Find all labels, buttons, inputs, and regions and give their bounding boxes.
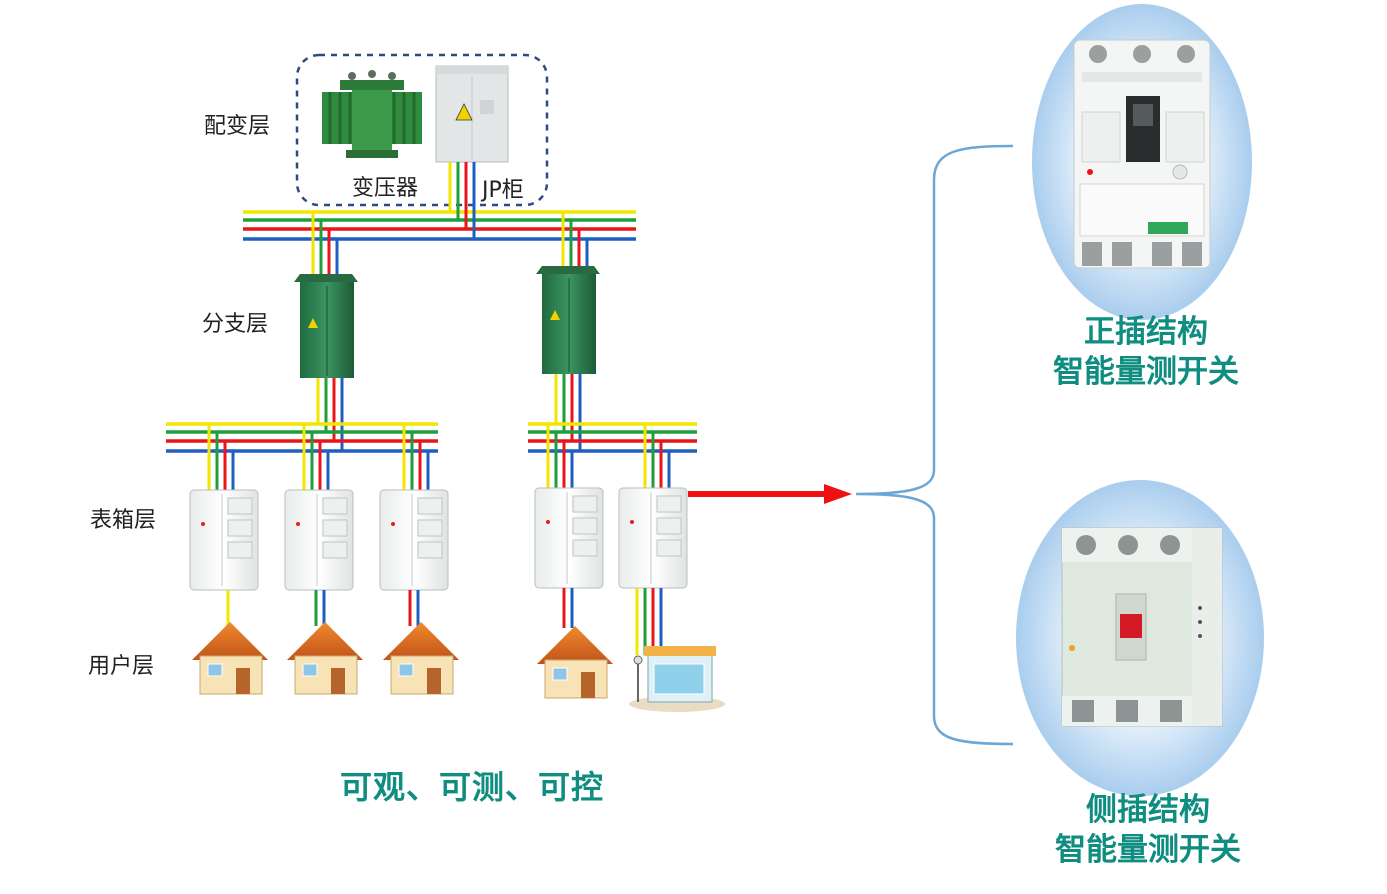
- meter-box-2-icon: [284, 489, 354, 591]
- transformer-label: 变压器: [352, 176, 419, 201]
- jp-cabinet-label: JP柜: [482, 178, 524, 203]
- jp-cabinet-icon: [435, 65, 509, 163]
- branch-cabinet-2-icon: [536, 266, 600, 374]
- layer-label-user: 用户层: [88, 654, 155, 679]
- meter-box-5-icon: [618, 487, 688, 589]
- meter-box-drop-wires: [207, 424, 671, 490]
- product-1-line2: 智能量测开关: [1053, 354, 1239, 390]
- layer-label-meter-box: 表箱层: [90, 508, 157, 533]
- side-plug-switch-icon: [1061, 527, 1223, 727]
- house-3-icon: [383, 622, 459, 695]
- tagline: 可观、可测、可控: [340, 768, 605, 806]
- front-plug-switch-icon: [1073, 39, 1211, 269]
- house-4-icon: [537, 626, 613, 699]
- main-bus: [243, 210, 636, 241]
- branch-cabinet-1-icon: [294, 274, 358, 378]
- meter-box-1-icon: [189, 489, 259, 591]
- layer-label-branch: 分支层: [202, 312, 269, 337]
- product-2-line1: 侧插结构: [1086, 792, 1210, 828]
- meter-box-4-icon: [534, 487, 604, 589]
- shop-icon: [629, 646, 725, 712]
- distribution-enclosure: [295, 53, 549, 207]
- product-1-line1: 正插结构: [1084, 314, 1208, 350]
- bracket: [855, 144, 1014, 746]
- transformer-icon: [322, 70, 422, 158]
- meter-box-3-icon: [379, 489, 449, 591]
- user-drop-wires: [226, 588, 663, 655]
- layer-label-distribution: 配变层: [204, 114, 271, 139]
- product-2-title: 侧插结构 智能量测开关: [1018, 790, 1278, 870]
- jp-feed-wires: [448, 162, 476, 239]
- branch-bus-left: [166, 422, 438, 453]
- house-1-icon: [192, 622, 268, 695]
- product-2-line2: 智能量测开关: [1055, 832, 1241, 868]
- house-2-icon: [287, 622, 363, 695]
- red-arrow: [688, 484, 852, 504]
- product-1-title: 正插结构 智能量测开关: [1016, 312, 1276, 392]
- branch-bus-right: [528, 422, 697, 453]
